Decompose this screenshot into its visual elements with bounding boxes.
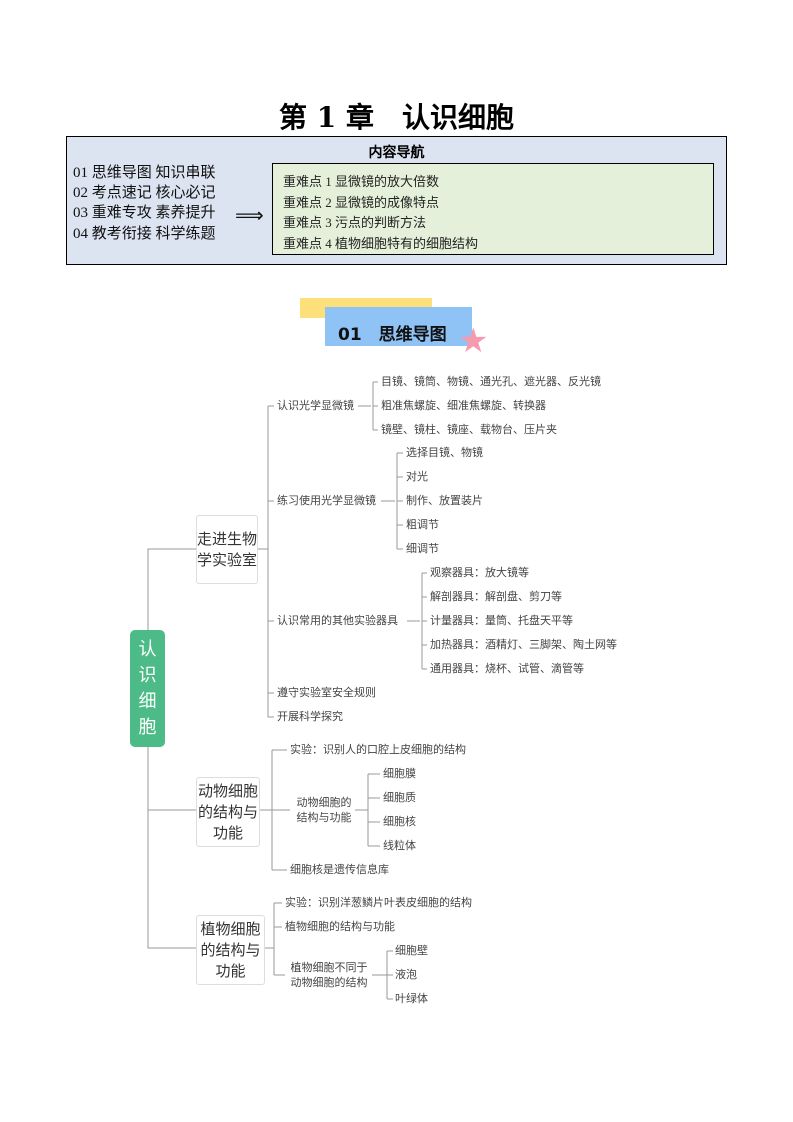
node: 计量器具：量筒、托盘天平等	[430, 614, 573, 627]
node: 解剖器具：解剖盘、剪刀等	[430, 590, 562, 603]
node: 镜壁、镜柱、镜座、载物台、压片夹	[381, 423, 557, 436]
root-char: 认	[138, 638, 157, 660]
root-char: 胞	[138, 716, 157, 738]
branch-animal-cell: 动物细胞的结构与功能	[196, 777, 260, 847]
key-point: 重难点 4 植物细胞特有的细胞结构	[283, 236, 479, 251]
nav-item: 03 重难专攻 素养提升	[73, 205, 216, 221]
key-point: 重难点 2 显微镜的成像特点	[283, 195, 440, 210]
node: 液泡	[395, 968, 417, 981]
node: 粗调节	[406, 518, 439, 531]
node: 粗准焦螺旋、细准焦螺旋、转换器	[381, 399, 546, 412]
root-char: 细	[138, 690, 157, 712]
node: 细胞膜	[383, 767, 416, 780]
nav-item: 01 思维导图 知识串联	[73, 165, 216, 181]
node: 练习使用光学显微镜	[277, 494, 376, 507]
node: 对光	[406, 470, 428, 483]
nav-item: 04 教考衔接 科学练题	[73, 226, 216, 242]
arrow-right-icon: ⟹	[235, 203, 264, 227]
chapter-title: 第 1 章 认识细胞	[279, 101, 514, 134]
section-heading: 01 思维导图	[338, 325, 447, 345]
content-nav-box: 内容导航 01 思维导图 知识串联 02 考点速记 核心必记 03 重难专攻 素…	[66, 136, 727, 265]
node: 选择目镜、物镜	[406, 446, 483, 459]
node: 观察器具：放大镜等	[430, 566, 529, 579]
node: 通用器具：烧杯、试管、滴管等	[430, 662, 584, 675]
branch-lab: 走进生物学实验室	[196, 515, 258, 584]
node: 细胞核是遗传信息库	[290, 863, 389, 876]
key-points-box: 重难点 1 显微镜的放大倍数 重难点 2 显微镜的成像特点 重难点 3 污点的判…	[272, 163, 714, 255]
node: 细调节	[406, 542, 439, 555]
node: 细胞质	[383, 791, 416, 804]
star-icon: ★	[458, 321, 489, 361]
node: 细胞核	[383, 815, 416, 828]
node: 植物细胞不同于动物细胞的结构	[290, 961, 368, 989]
node: 实验：识别人的口腔上皮细胞的结构	[290, 743, 466, 756]
node: 细胞壁	[395, 944, 428, 957]
branch-plant-cell: 植物细胞的结构与功能	[196, 915, 265, 985]
key-point: 重难点 1 显微镜的放大倍数	[283, 174, 440, 189]
node: 认识光学显微镜	[277, 399, 354, 412]
node: 目镜、镜筒、物镜、通光孔、遮光器、反光镜	[381, 375, 601, 388]
node: 遵守实验室安全规则	[277, 686, 376, 699]
mindmap-root: 认 识 细 胞	[130, 630, 165, 747]
node: 线粒体	[383, 839, 416, 852]
node: 叶绿体	[395, 992, 428, 1005]
node: 实验：识别洋葱鳞片叶表皮细胞的结构	[285, 896, 472, 909]
node: 制作、放置装片	[406, 494, 483, 507]
node: 认识常用的其他实验器具	[277, 614, 398, 627]
nav-item: 02 考点速记 核心必记	[73, 185, 216, 201]
banner-blue-bar	[325, 307, 472, 346]
node: 开展科学探究	[277, 710, 343, 723]
node: 加热器具：酒精灯、三脚架、陶土网等	[430, 638, 617, 651]
node: 植物细胞的结构与功能	[285, 920, 395, 933]
key-point: 重难点 3 污点的判断方法	[283, 215, 427, 230]
nav-heading: 内容导航	[368, 145, 425, 161]
node: 动物细胞的结构与功能	[296, 796, 352, 824]
root-char: 识	[138, 664, 157, 686]
